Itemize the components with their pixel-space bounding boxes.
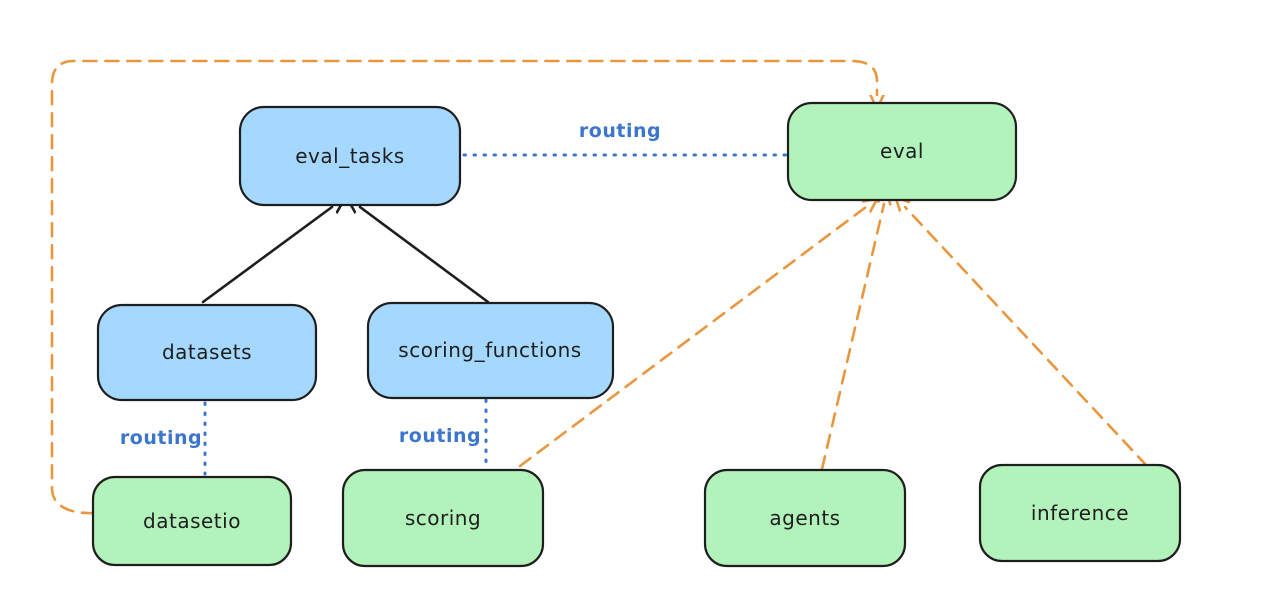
edge-scoring-to-eval xyxy=(518,207,866,468)
node-eval-tasks: eval_tasks xyxy=(238,105,462,207)
node-datasetio: datasetio xyxy=(91,475,293,567)
routing-label-scoring: routing xyxy=(399,425,481,447)
node-scoring-label: scoring xyxy=(405,506,481,530)
node-scoring: scoring xyxy=(341,468,545,568)
node-scoring-functions-label: scoring_functions xyxy=(398,338,581,362)
edge-agents-to-eval xyxy=(820,204,884,471)
edge-datasets-to-eval-tasks xyxy=(201,207,332,304)
edge-inference-to-eval xyxy=(905,207,1149,468)
node-agents: agents xyxy=(703,468,907,568)
node-inference: inference xyxy=(978,463,1182,563)
node-datasets: datasets xyxy=(96,303,318,402)
edge-scoring-functions-to-eval-tasks xyxy=(360,207,490,304)
node-agents-label: agents xyxy=(769,506,840,530)
node-eval: eval xyxy=(786,101,1018,202)
routing-label-datasetio: routing xyxy=(120,427,202,449)
edge-datasetio-to-eval xyxy=(50,59,877,515)
node-eval-tasks-label: eval_tasks xyxy=(295,144,404,168)
node-inference-label: inference xyxy=(1031,501,1129,525)
node-datasets-label: datasets xyxy=(162,340,252,364)
node-eval-label: eval xyxy=(880,139,924,163)
routing-label-eval: routing xyxy=(579,120,661,142)
node-datasetio-label: datasetio xyxy=(143,509,241,533)
node-scoring-functions: scoring_functions xyxy=(366,301,615,400)
